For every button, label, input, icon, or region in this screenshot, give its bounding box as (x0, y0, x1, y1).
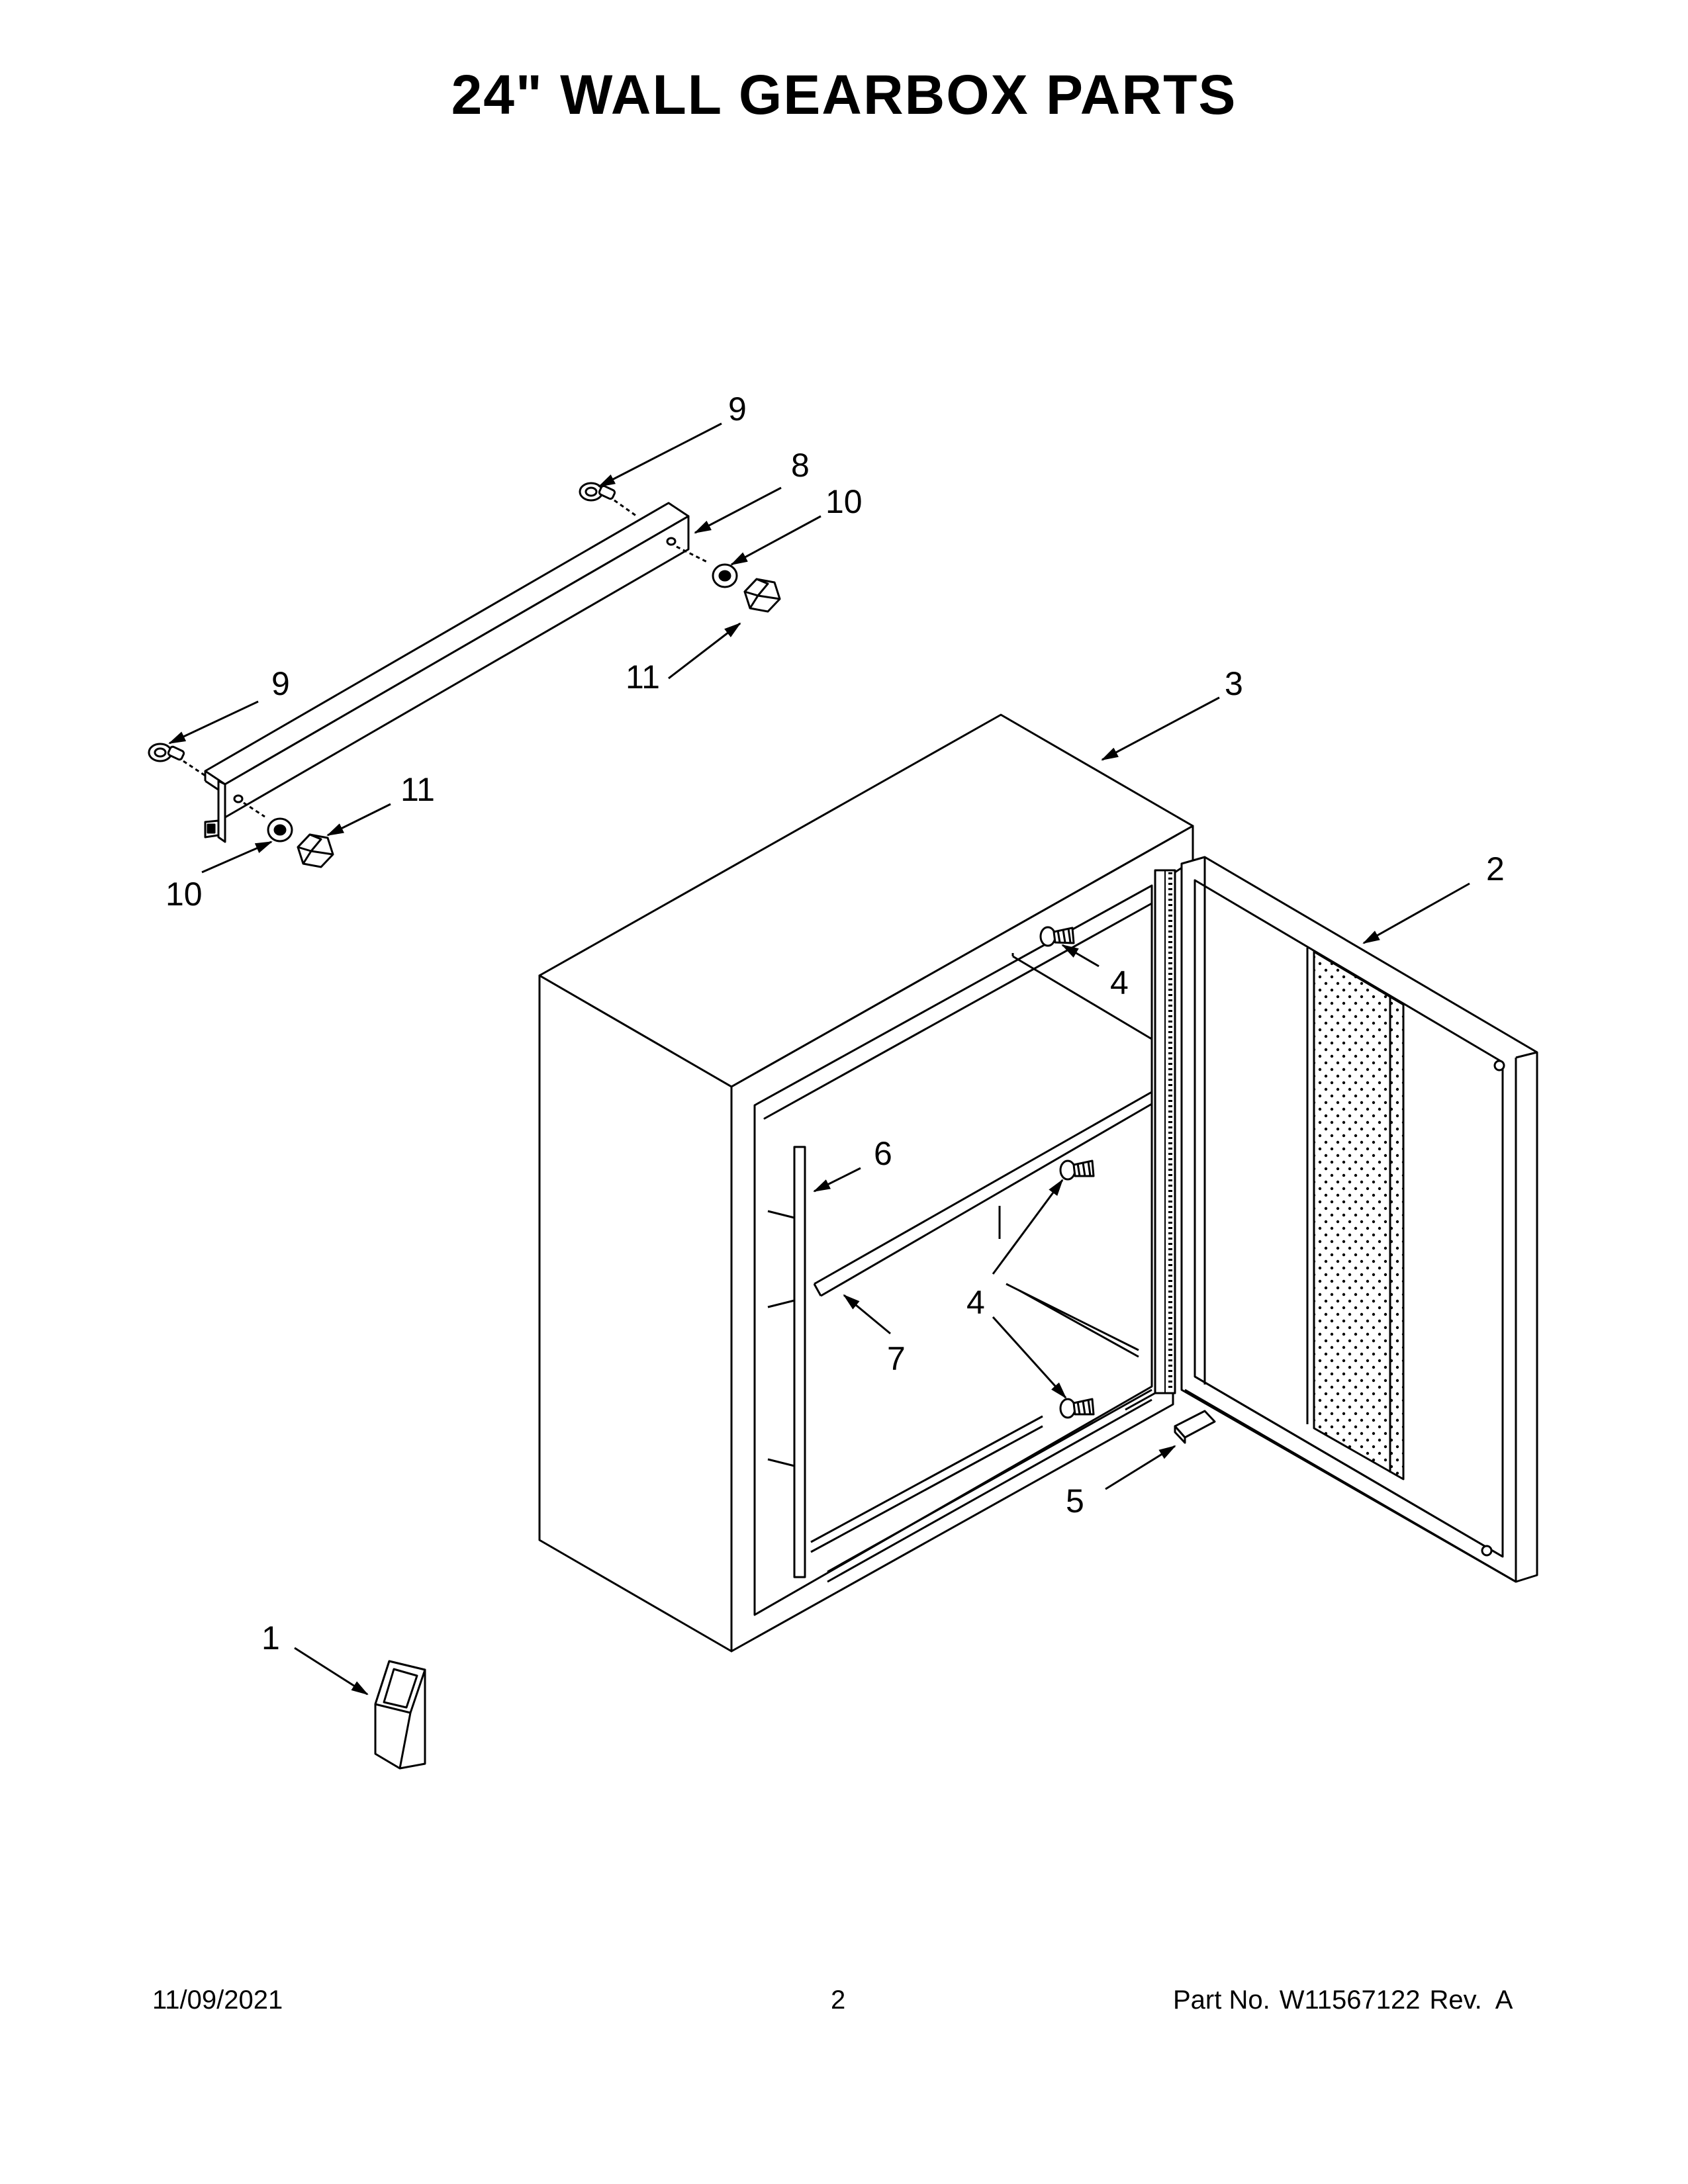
callout-8: 8 (791, 447, 810, 484)
nut-top (743, 578, 781, 613)
callout-9-top: 9 (728, 390, 747, 428)
callout-5: 5 (1066, 1482, 1084, 1520)
callout-1: 1 (261, 1619, 280, 1657)
callout-11-left: 11 (400, 771, 435, 808)
callout-9-left: 9 (271, 665, 290, 702)
screw-left (148, 743, 206, 777)
mounting-bracket (204, 502, 690, 843)
callout-11-top: 11 (626, 659, 660, 696)
footer-part-info: Part No. W11567122 Rev. A (1173, 1985, 1522, 2015)
door (1180, 856, 1538, 1583)
callouts: 9 8 10 11 9 11 10 3 2 4 6 4 7 5 1 (165, 390, 1505, 1657)
revision: Rev. A (1429, 1985, 1513, 2015)
footer-page-number: 2 (831, 1985, 846, 2015)
callout-7: 7 (887, 1340, 906, 1377)
handle-cap (374, 1660, 426, 1770)
leader-lines (168, 422, 1470, 1696)
pad (1174, 1410, 1216, 1444)
callout-10-top: 10 (825, 483, 863, 520)
callout-4-top: 4 (1110, 964, 1129, 1001)
screw-4-mid (1059, 1160, 1095, 1181)
callout-10-left: 10 (165, 876, 203, 913)
footer-date: 11/09/2021 (152, 1985, 283, 2015)
part-number: W11567122 (1279, 1985, 1421, 2015)
callout-6: 6 (874, 1135, 892, 1172)
screw-top (579, 482, 637, 518)
washer-top (676, 545, 738, 588)
page-title: 24" WALL GEARBOX PARTS (451, 64, 1237, 126)
washer-left (243, 801, 293, 842)
screw-4-top (1039, 926, 1075, 947)
cabinet (538, 713, 1194, 1653)
screw-4-bottom (1059, 1398, 1095, 1419)
callout-4-mid: 4 (966, 1284, 985, 1321)
callout-2: 2 (1486, 850, 1505, 887)
part-label: Part No. (1173, 1985, 1270, 2015)
callout-3: 3 (1225, 665, 1243, 702)
nut-left (297, 833, 334, 868)
